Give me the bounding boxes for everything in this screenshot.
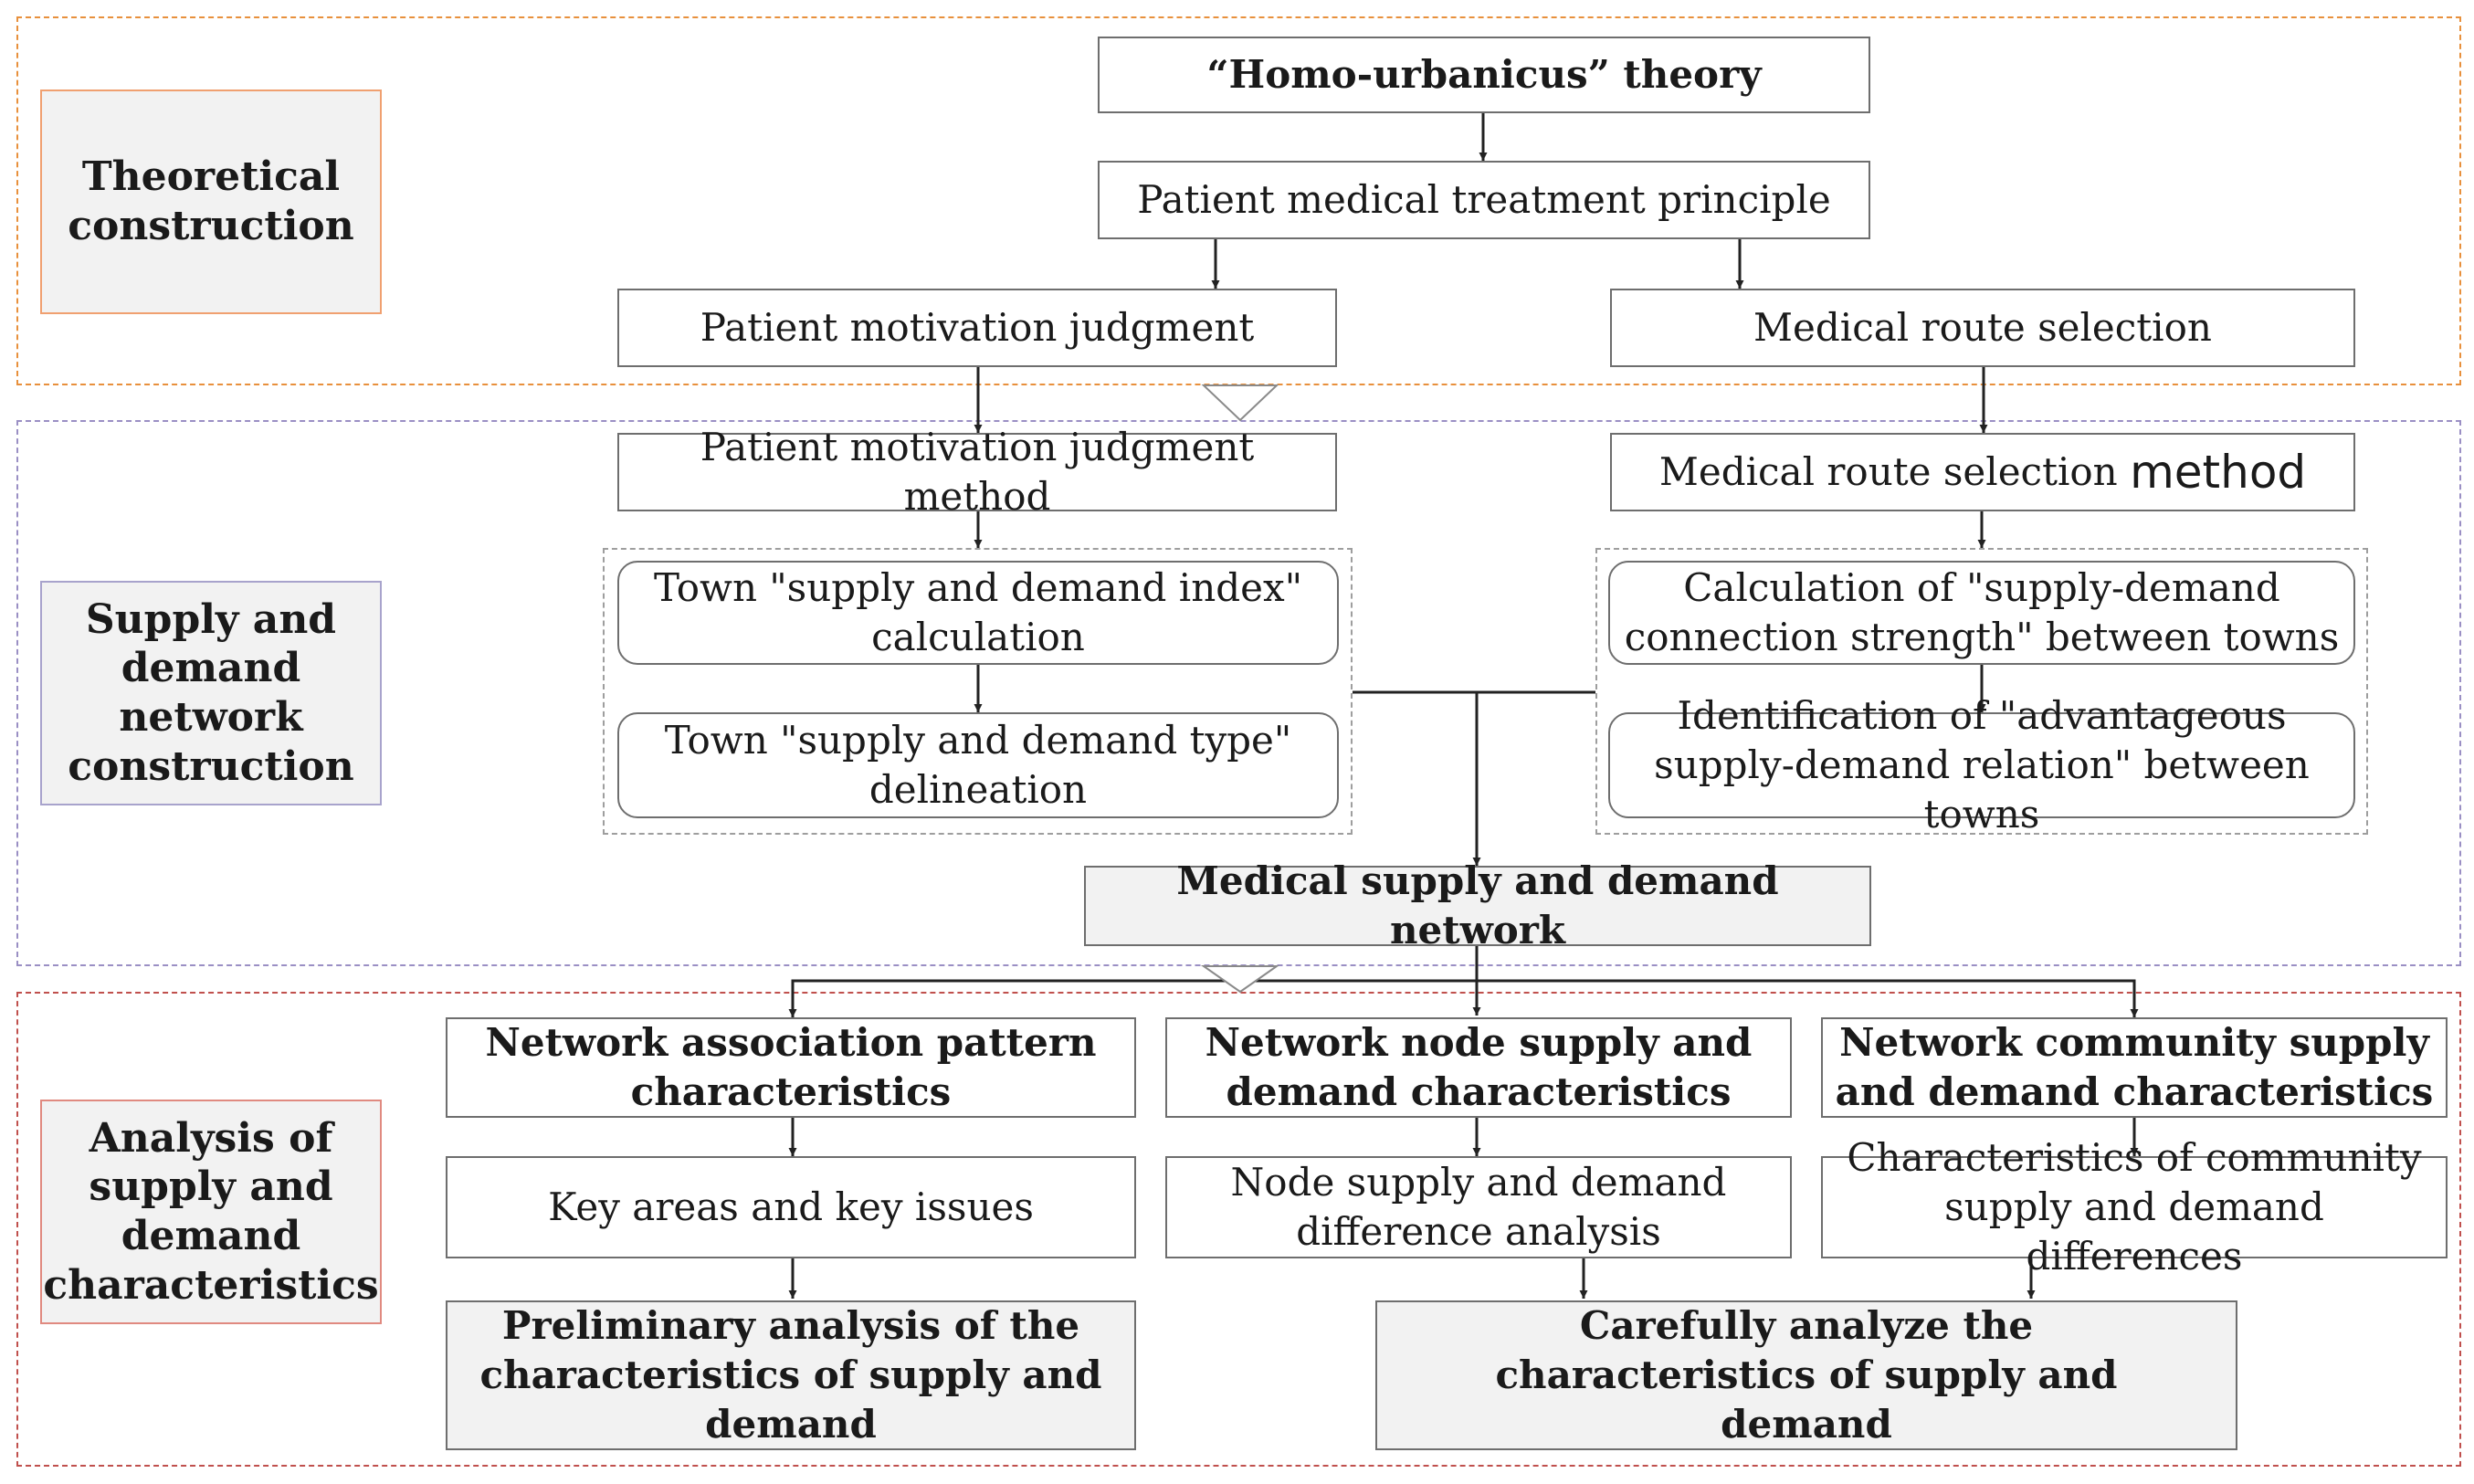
preliminary-analysis-box: Preliminary analysis of the characterist…: [446, 1300, 1136, 1450]
supply-demand-network-box: Medical supply and demand network: [1084, 858, 1871, 952]
homo-urbanicus-theory-box: “Homo-urbanicus” theory: [1098, 37, 1870, 113]
section-label-network: Supply and demand network construction: [40, 581, 382, 805]
supply-demand-type-box: Town "supply and demand type" delineatio…: [617, 712, 1339, 818]
association-pattern-box: Network association pattern characterist…: [446, 1017, 1136, 1118]
route-selection-box: Medical route selection: [1610, 289, 2355, 367]
motivation-judgment-box: Patient motivation judgment: [617, 289, 1337, 367]
section-label-analysis: Analysis of supply and demand characteri…: [40, 1100, 382, 1324]
route-method-group: [1595, 548, 2368, 835]
node-characteristics-box: Network node supply and demand character…: [1165, 1017, 1792, 1118]
section-label-theoretical: Theoretical construction: [40, 89, 382, 314]
route-method-text: Medical route selection: [1658, 449, 2131, 495]
community-characteristics-box: Network community supply and demand char…: [1821, 1017, 2448, 1118]
connection-strength-box: Calculation of "supply-demand connection…: [1608, 561, 2355, 665]
route-method-emphasis: method: [2130, 446, 2307, 499]
supply-demand-index-box: Town "supply and demand index" calculati…: [617, 561, 1339, 665]
motivation-method-box: Patient motivation judgment method: [617, 425, 1337, 519]
treatment-principle-box: Patient medical treatment principle: [1098, 161, 1870, 239]
route-method-box: Medical route selection method: [1610, 433, 2355, 511]
key-areas-box: Key areas and key issues: [446, 1156, 1136, 1258]
advantageous-relation-box: Identification of "advantageous supply-d…: [1608, 693, 2355, 837]
motivation-method-group: [603, 548, 1353, 835]
community-difference-box: Characteristics of community supply and …: [1821, 1135, 2448, 1279]
node-difference-box: Node supply and demand difference analys…: [1165, 1156, 1792, 1258]
funnel-triangle-bottom: [1200, 965, 1280, 994]
funnel-triangle-top: [1201, 384, 1279, 422]
careful-analysis-box: Carefully analyze the characteristics of…: [1375, 1300, 2237, 1450]
